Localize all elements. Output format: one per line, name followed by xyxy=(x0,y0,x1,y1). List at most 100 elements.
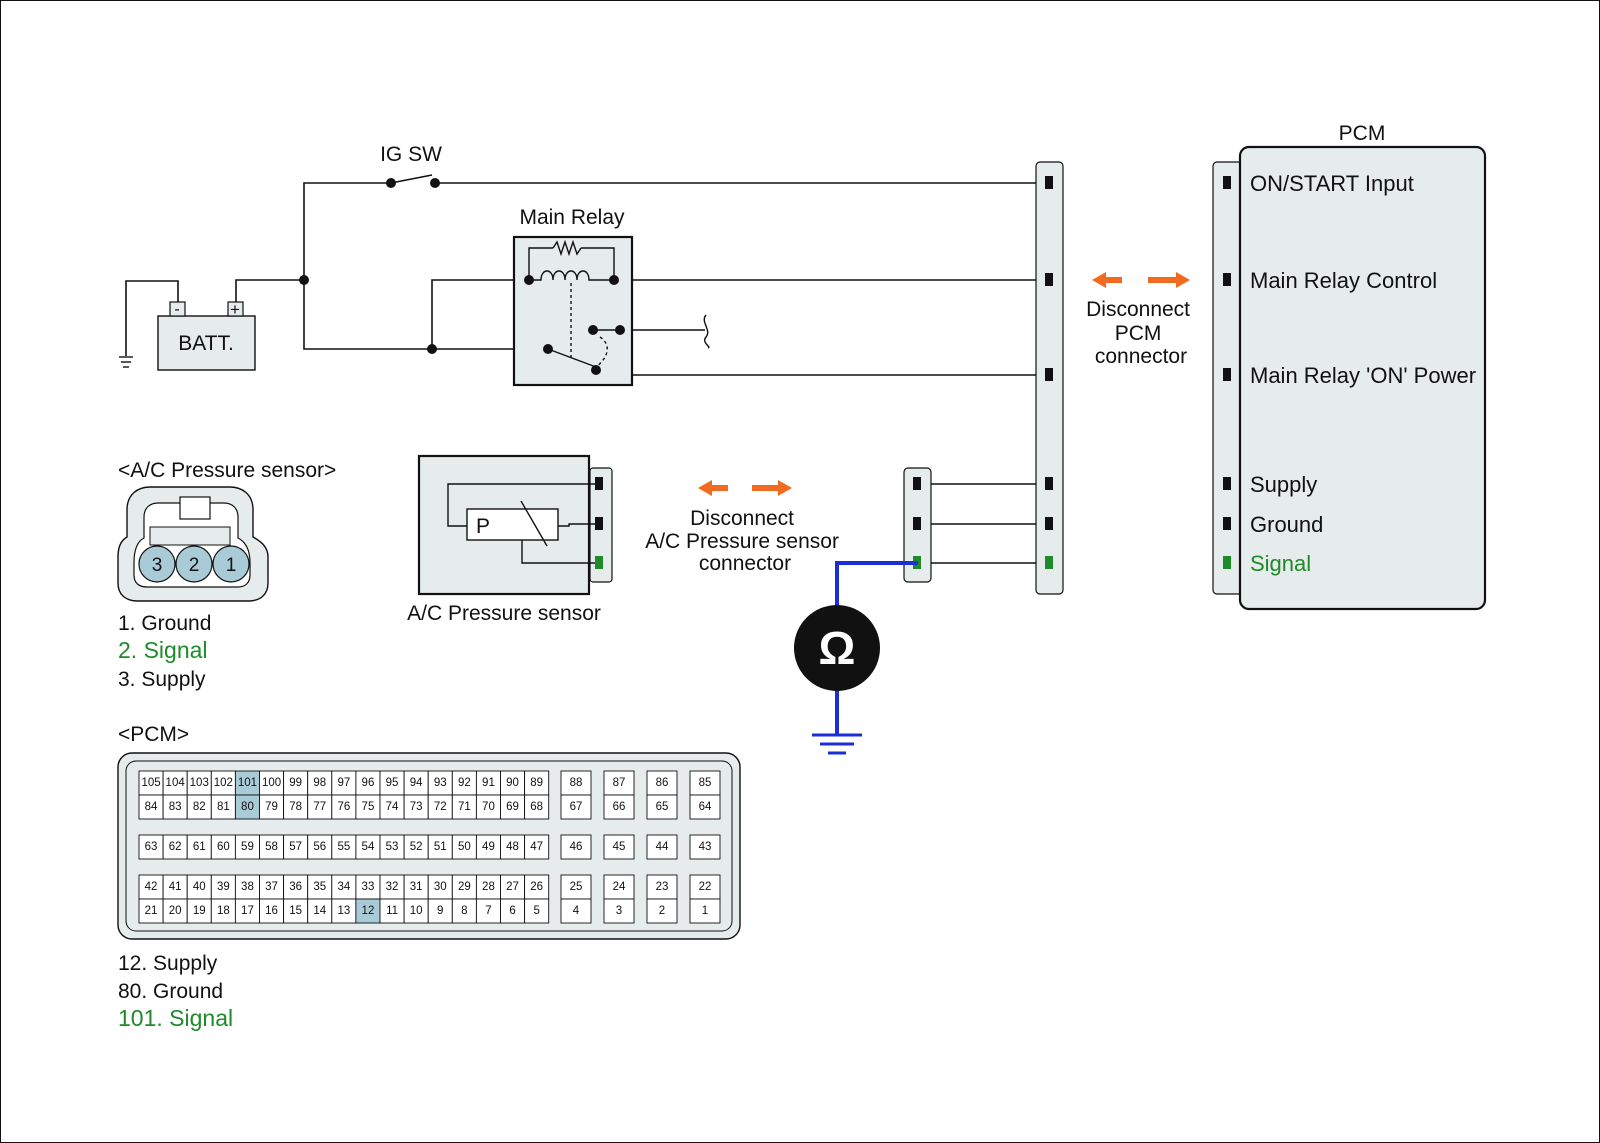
pcm-pin-cell xyxy=(283,874,309,900)
pcm-pin-cell xyxy=(234,898,260,924)
pcm-pin-number: 99 xyxy=(289,777,302,789)
pcm-pin-cell xyxy=(451,874,477,900)
pcm-pin-number: 9 xyxy=(437,905,443,917)
pcm-pin-cell xyxy=(283,834,309,860)
pcm-pin-cell xyxy=(560,874,592,900)
pcm-pin-cell xyxy=(560,770,592,796)
pcm-pin-number: 26 xyxy=(530,881,543,893)
pcm-pin-cell xyxy=(331,898,357,924)
wire-batt-minus xyxy=(125,280,179,356)
pcm-pin-marker xyxy=(1223,556,1231,569)
pcm-pin-number: 51 xyxy=(434,841,447,853)
sensor-terminal-label: 1 xyxy=(226,555,237,576)
pcm-pin-cell xyxy=(234,770,260,796)
pcm-pin-number: 52 xyxy=(410,841,423,853)
legend-item: 1. Ground xyxy=(118,612,211,635)
pcm-pin-label: Signal xyxy=(1250,551,1311,576)
pcm-pin-cell xyxy=(451,898,477,924)
pcm-pin-number: 98 xyxy=(313,777,326,789)
pcm-pin-cell xyxy=(403,794,429,820)
pcm-pin-cell xyxy=(259,898,285,924)
battery-label: BATT. xyxy=(178,332,234,355)
sensor-harness-connector xyxy=(903,467,932,583)
pcm-pin-number: 38 xyxy=(241,881,254,893)
pcm-pin-number: 58 xyxy=(265,841,278,853)
wire-break-mark xyxy=(703,314,710,349)
pcm-pin-number: 36 xyxy=(289,881,302,893)
pcm-pin-number: 100 xyxy=(262,777,281,789)
wire-ig-feed xyxy=(303,182,390,280)
ohm-symbol: Ω xyxy=(819,622,856,674)
pcm-pin-cell xyxy=(500,874,526,900)
wiring xyxy=(125,174,1048,564)
pcm-pin-number: 103 xyxy=(190,777,209,789)
pcm-pin-cell xyxy=(689,794,721,820)
sensor-connector-title: <A/C Pressure sensor> xyxy=(118,459,336,482)
pcm-pin-number: 97 xyxy=(337,777,350,789)
pcm-pin-label: Ground xyxy=(1250,512,1323,537)
pcm-pin-cell xyxy=(524,794,550,820)
pcm-pin-number: 5 xyxy=(533,905,539,917)
pcm-pin-cell xyxy=(355,770,381,796)
pcm-pin-number: 39 xyxy=(217,881,230,893)
pcm-pin-number: 25 xyxy=(570,881,583,893)
pcm-pin-cell xyxy=(259,834,285,860)
pcm-pin-number: 69 xyxy=(506,801,519,813)
legend-item: 80. Ground xyxy=(118,980,223,1003)
pcm-pin-number: 8 xyxy=(461,905,467,917)
pcm-pin-number: 57 xyxy=(289,841,302,853)
pcm-pin-cell xyxy=(138,874,164,900)
pcm-pin-cell xyxy=(210,874,236,900)
pcm-pin-cell xyxy=(403,874,429,900)
pcm-pin-number: 28 xyxy=(482,881,495,893)
pcm-pin-number: 80 xyxy=(241,801,254,813)
pcm-pin-number: 70 xyxy=(482,801,495,813)
pcm-pin-number: 21 xyxy=(145,905,158,917)
sensor-terminal xyxy=(138,545,176,583)
pcm-pin-cell xyxy=(603,898,635,924)
pcm-pin-number: 53 xyxy=(386,841,399,853)
wire-batt-plus xyxy=(235,279,304,302)
pcm-pin-number: 102 xyxy=(214,777,233,789)
disconnect-sensor-arrows-icon xyxy=(698,480,792,496)
pcm-pin-cell xyxy=(234,794,260,820)
pcm-pin-number: 41 xyxy=(169,881,182,893)
pcm-pin-cell xyxy=(331,770,357,796)
sensor-terminal xyxy=(212,545,250,583)
pcm-pin-cell xyxy=(138,898,164,924)
pcm-pin-cell xyxy=(379,794,405,820)
pcm-pin-number: 67 xyxy=(570,801,583,813)
pcm-pin-number: 66 xyxy=(613,801,626,813)
pcm-pin-label: Main Relay Control xyxy=(1250,268,1437,293)
pcm-pin-cell xyxy=(307,834,333,860)
pcm-pin-number: 43 xyxy=(699,841,712,853)
wire-batt-to-relay xyxy=(303,280,432,350)
pcm-pin-number: 14 xyxy=(313,905,326,917)
pcm-pin-number: 31 xyxy=(410,881,423,893)
legend-item: 3. Supply xyxy=(118,668,206,691)
pcm-pin-number: 42 xyxy=(145,881,158,893)
pcm-pin-cell xyxy=(646,794,678,820)
pcm-pin-number: 2 xyxy=(659,905,665,917)
pcm-connector-title: <PCM> xyxy=(118,723,189,746)
pcm-pin-cell xyxy=(560,834,592,860)
pcm-pin-marker xyxy=(1223,368,1231,381)
pcm-pin-cell xyxy=(689,874,721,900)
pcm-pin-number: 72 xyxy=(434,801,447,813)
wire-coil-feed xyxy=(431,279,529,349)
main-relay xyxy=(512,235,634,387)
pcm-pin-number: 3 xyxy=(616,905,622,917)
pcm-pin-cell xyxy=(379,834,405,860)
pcm-pin-number: 96 xyxy=(362,777,375,789)
battery-minus-label: - xyxy=(174,301,179,318)
pcm-pin-number: 50 xyxy=(458,841,471,853)
pcm-pin-number: 48 xyxy=(506,841,519,853)
pcm-pin-number: 59 xyxy=(241,841,254,853)
pcm-pin-number: 101 xyxy=(238,777,257,789)
pcm-pin-cell xyxy=(603,794,635,820)
legend-item: 12. Supply xyxy=(118,952,218,975)
pcm-pin-cell xyxy=(331,794,357,820)
